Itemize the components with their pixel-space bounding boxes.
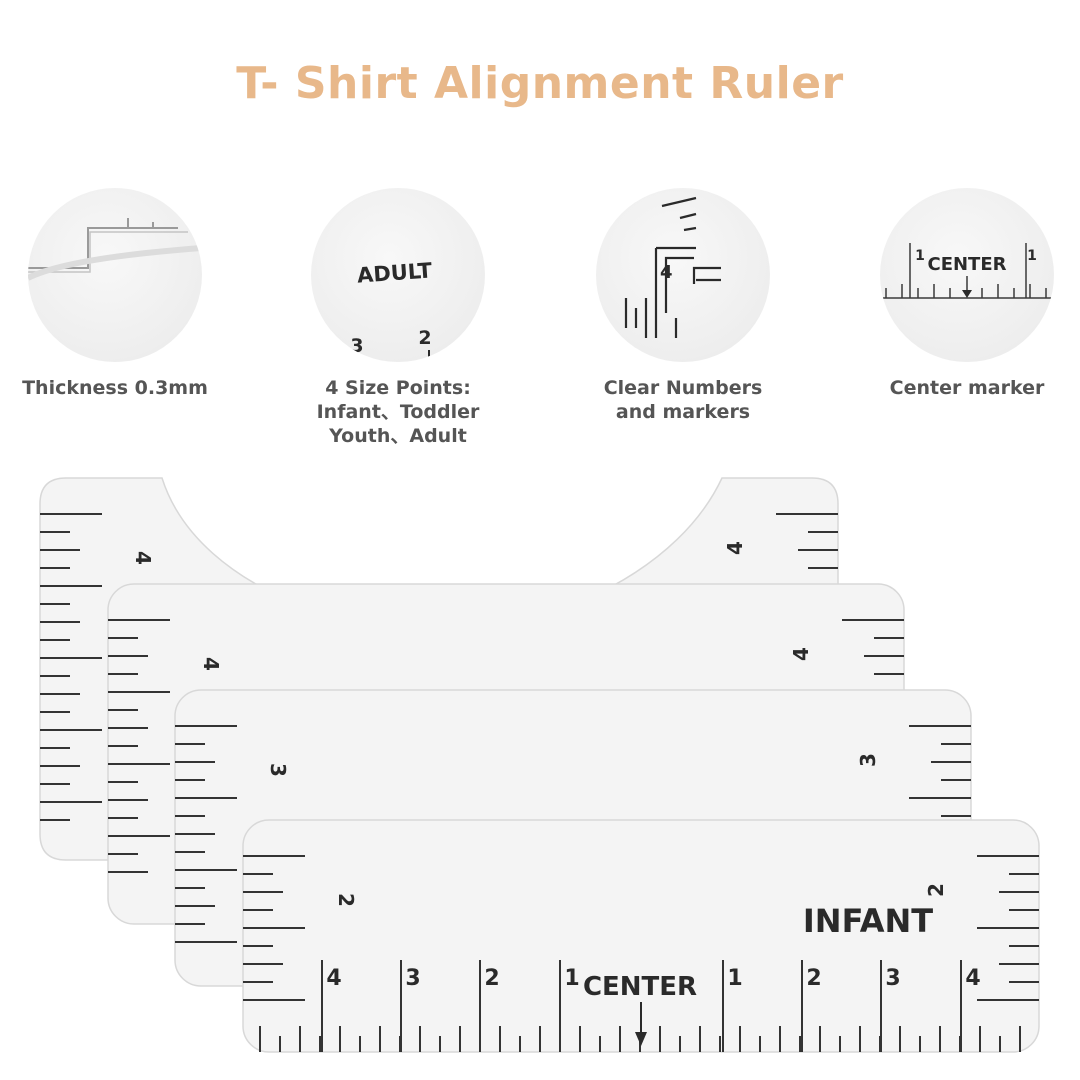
caption-line: Youth、Adult [329,425,467,447]
scale-number: 2 [806,966,821,991]
ruler-corner-markings-icon: 4 [596,188,770,362]
size-label: INFANT [803,902,933,940]
feature-caption: Clear Numbers and markers [553,376,813,424]
zoom-number: 4 [660,262,673,283]
side-number: 4 [131,551,155,565]
scale-number: 4 [326,966,341,991]
caption-line: 4 Size Points: [325,377,471,399]
center-label: CENTER [583,972,697,1002]
zoom-number: 1 [915,248,925,264]
caption-line: Center marker [889,377,1045,399]
scale-number: 1 [564,966,579,991]
page-title: T- Shirt Alignment Ruler [236,58,844,109]
zoom-number: 3 [350,335,363,357]
zoom-number: 2 [418,327,431,349]
caption-line: and markers [615,401,751,423]
feature-caption: Thickness 0.3mm [0,376,245,400]
caption-line: Infant、Toddler [316,401,480,423]
feature-thickness: Thickness 0.3mm [0,188,245,400]
side-number: 4 [199,657,223,671]
scale-number: 2 [484,966,499,991]
side-number: 3 [856,753,880,767]
side-number: 2 [334,893,358,907]
feature-clear-numbers: 4 Clear Numbers and markers [553,188,813,424]
feature-size-points: ADULT 3 2 4 Size Points: Infant、Toddler … [268,188,528,448]
caption-line: Thickness 0.3mm [22,377,208,399]
side-number: 4 [723,541,747,555]
caption-line: Clear Numbers [603,377,763,399]
feature-caption: Center marker [837,376,1080,400]
zoom-adult-label: ADULT [356,258,433,287]
feature-center-marker: CENTER 1 1 Center marker [837,188,1080,400]
scale-number: 3 [885,966,900,991]
ruler-edge-thickness-icon [28,188,202,362]
scale-number: 4 [965,966,980,991]
scale-number: 1 [727,966,742,991]
side-number: 4 [789,647,813,661]
arrow-head [635,1032,647,1046]
zoom-center-label: CENTER [927,254,1006,275]
scale-number: 3 [405,966,420,991]
zoom-number: 1 [1027,248,1037,264]
center-marker-closeup-icon: CENTER 1 1 [880,188,1054,362]
feature-caption: 4 Size Points: Infant、Toddler Youth、Adul… [268,376,528,448]
side-number: 3 [266,763,290,777]
side-number: 2 [924,883,948,897]
size-point-closeup-icon: ADULT 3 2 [311,188,485,362]
